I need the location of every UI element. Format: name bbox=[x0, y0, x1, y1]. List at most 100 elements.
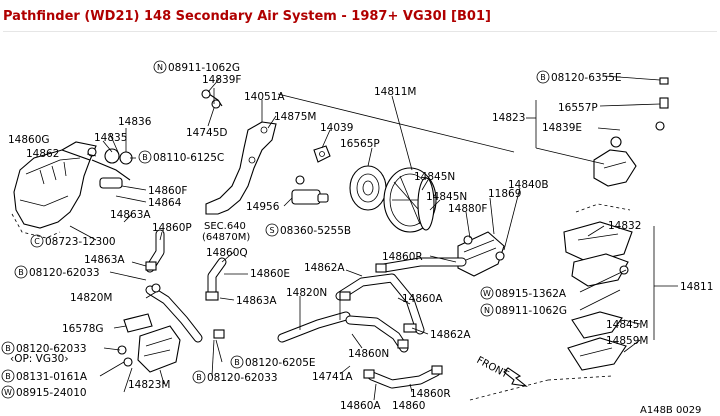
label-14845n-b: 14845N bbox=[426, 191, 467, 203]
bracket-14823m-drawing bbox=[117, 283, 181, 373]
label-14862a-b: 14862A bbox=[430, 329, 471, 341]
label-08120-62033-a: 08120-62033 bbox=[29, 267, 100, 279]
symbol-w-circle-1 bbox=[480, 286, 494, 300]
label-08911-1062g-top: 08911-1062G bbox=[168, 62, 240, 74]
label-16565p: 16565P bbox=[340, 138, 380, 150]
symbol-b-circle-3 bbox=[14, 265, 28, 279]
symbol-n-2: N bbox=[484, 306, 490, 315]
label-14860g: 14860G bbox=[8, 134, 50, 146]
air-valve-14880f-drawing bbox=[457, 231, 505, 277]
label-14741a: 14741A bbox=[312, 371, 353, 383]
gasket-14039-drawing bbox=[313, 145, 331, 163]
label-14745d: 14745D bbox=[186, 127, 228, 139]
label-14832: 14832 bbox=[608, 220, 641, 232]
label-14862a-a: 14862A bbox=[304, 262, 345, 274]
label-14820n: 14820N bbox=[286, 287, 327, 299]
page-title: Pathfinder (WD21) 148 Secondary Air Syst… bbox=[3, 3, 717, 32]
label-14039: 14039 bbox=[320, 122, 353, 134]
label-08120-62033-c: 08120-62033 bbox=[207, 372, 278, 384]
label-14839f: 14839F bbox=[202, 74, 241, 86]
label-14820m: 14820M bbox=[70, 292, 112, 304]
label-14823: 14823 bbox=[492, 112, 525, 124]
label-08915-24010: 08915-24010 bbox=[16, 387, 87, 399]
hose-14860-lower bbox=[367, 367, 441, 389]
label-08723-12300: 08723-12300 bbox=[45, 236, 116, 248]
symbol-b-6: B bbox=[5, 372, 11, 381]
leader-lines bbox=[69, 75, 678, 401]
label-14956: 14956 bbox=[246, 201, 280, 213]
label-14864: 14864 bbox=[148, 197, 182, 209]
bracket-14823-drawing bbox=[593, 77, 669, 187]
label-14860p: 14860P bbox=[152, 222, 192, 234]
label-14863a-b: 14863A bbox=[84, 254, 125, 266]
label-14845m: 14845M bbox=[606, 319, 648, 331]
label-08131-0161a: 08131-0161A bbox=[16, 371, 88, 383]
label-14860r-a: 14860R bbox=[382, 251, 423, 263]
reed-valve-stack-drawing bbox=[563, 203, 633, 371]
air-duct-drawing bbox=[11, 141, 131, 239]
label-14860e: 14860E bbox=[250, 268, 290, 280]
label-14859m: 14859M bbox=[606, 335, 648, 347]
label-14840b: 14840B bbox=[508, 179, 549, 191]
symbol-w-1: W bbox=[483, 289, 491, 298]
label-08120-6355e: 08120-6355E bbox=[551, 72, 622, 84]
symbol-w-2: W bbox=[4, 388, 12, 397]
symbol-b-circle-1 bbox=[536, 70, 550, 84]
symbol-b-circle-6 bbox=[1, 369, 15, 383]
symbol-b-7: B bbox=[196, 373, 202, 382]
label-64870m: (64870M) bbox=[202, 232, 250, 243]
hose-14860q bbox=[207, 257, 227, 301]
label-16557p: 16557P bbox=[558, 102, 598, 114]
label-14860: 14860 bbox=[392, 400, 425, 412]
label-16578g: 16578G bbox=[62, 323, 104, 335]
label-14863a-a: 14863A bbox=[110, 209, 151, 221]
label-14860q: 14860Q bbox=[206, 247, 248, 259]
label-14845n-a: 14845N bbox=[414, 171, 455, 183]
label-14875m: 14875M bbox=[274, 111, 316, 123]
label-14811m: 14811M bbox=[374, 86, 416, 98]
hose-clamps bbox=[145, 261, 443, 379]
symbol-b-1: B bbox=[540, 73, 546, 82]
label-op-vg30: ‹OP: VG30› bbox=[10, 353, 69, 365]
label-08911-1062g-bottom: 08911-1062G bbox=[495, 305, 567, 317]
hose-14860a-upper bbox=[335, 273, 425, 335]
symbol-w-circle-2 bbox=[1, 385, 15, 399]
symbol-s: S bbox=[269, 226, 274, 235]
label-sec640: SEC.640 bbox=[204, 221, 246, 232]
symbol-b-circle-7 bbox=[192, 370, 206, 384]
front-arrow-icon bbox=[503, 367, 528, 387]
label-14823m: 14823M bbox=[128, 379, 170, 391]
symbol-s-circle bbox=[265, 223, 279, 237]
label-08360-5255b: 08360-5255B bbox=[280, 225, 351, 237]
air-housing-14811m-drawing bbox=[383, 167, 437, 233]
label-14862: 14862 bbox=[26, 148, 59, 160]
symbol-b-circle-2 bbox=[138, 150, 152, 164]
symbol-b-circle-4 bbox=[1, 341, 15, 355]
label-14835: 14835 bbox=[94, 132, 127, 144]
bracket-sec640-drawing bbox=[201, 89, 277, 215]
label-14860a-b: 14860A bbox=[340, 400, 381, 412]
symbol-b-3: B bbox=[18, 268, 24, 277]
hose-14820m-pipe bbox=[145, 285, 203, 343]
label-14860f: 14860F bbox=[148, 185, 187, 197]
symbol-b-2: B bbox=[142, 153, 148, 162]
diagram-reference: A148B 0029 bbox=[640, 405, 701, 416]
check-valve-small-drawing bbox=[87, 147, 133, 189]
label-14860n: 14860N bbox=[348, 348, 389, 360]
symbol-c-circle bbox=[30, 234, 44, 248]
symbol-b-5: B bbox=[234, 358, 240, 367]
symbol-b-circle-5 bbox=[230, 355, 244, 369]
label-14880f: 14880F bbox=[448, 203, 487, 215]
label-08110-6125c: 08110-6125C bbox=[153, 152, 224, 164]
label-14811: 14811 bbox=[680, 281, 713, 293]
label-08915-1362a: 08915-1362A bbox=[495, 288, 567, 300]
label-14839e: 14839E bbox=[542, 122, 582, 134]
label-14863a-c: 14863A bbox=[236, 295, 277, 307]
label-14836: 14836 bbox=[118, 116, 152, 128]
symbol-n: N bbox=[157, 63, 163, 72]
label-front: FRONT bbox=[475, 355, 511, 381]
symbol-b-4: B bbox=[5, 344, 11, 353]
label-14860r-b: 14860R bbox=[410, 388, 451, 400]
valve-disk-16565p-drawing bbox=[349, 165, 387, 211]
